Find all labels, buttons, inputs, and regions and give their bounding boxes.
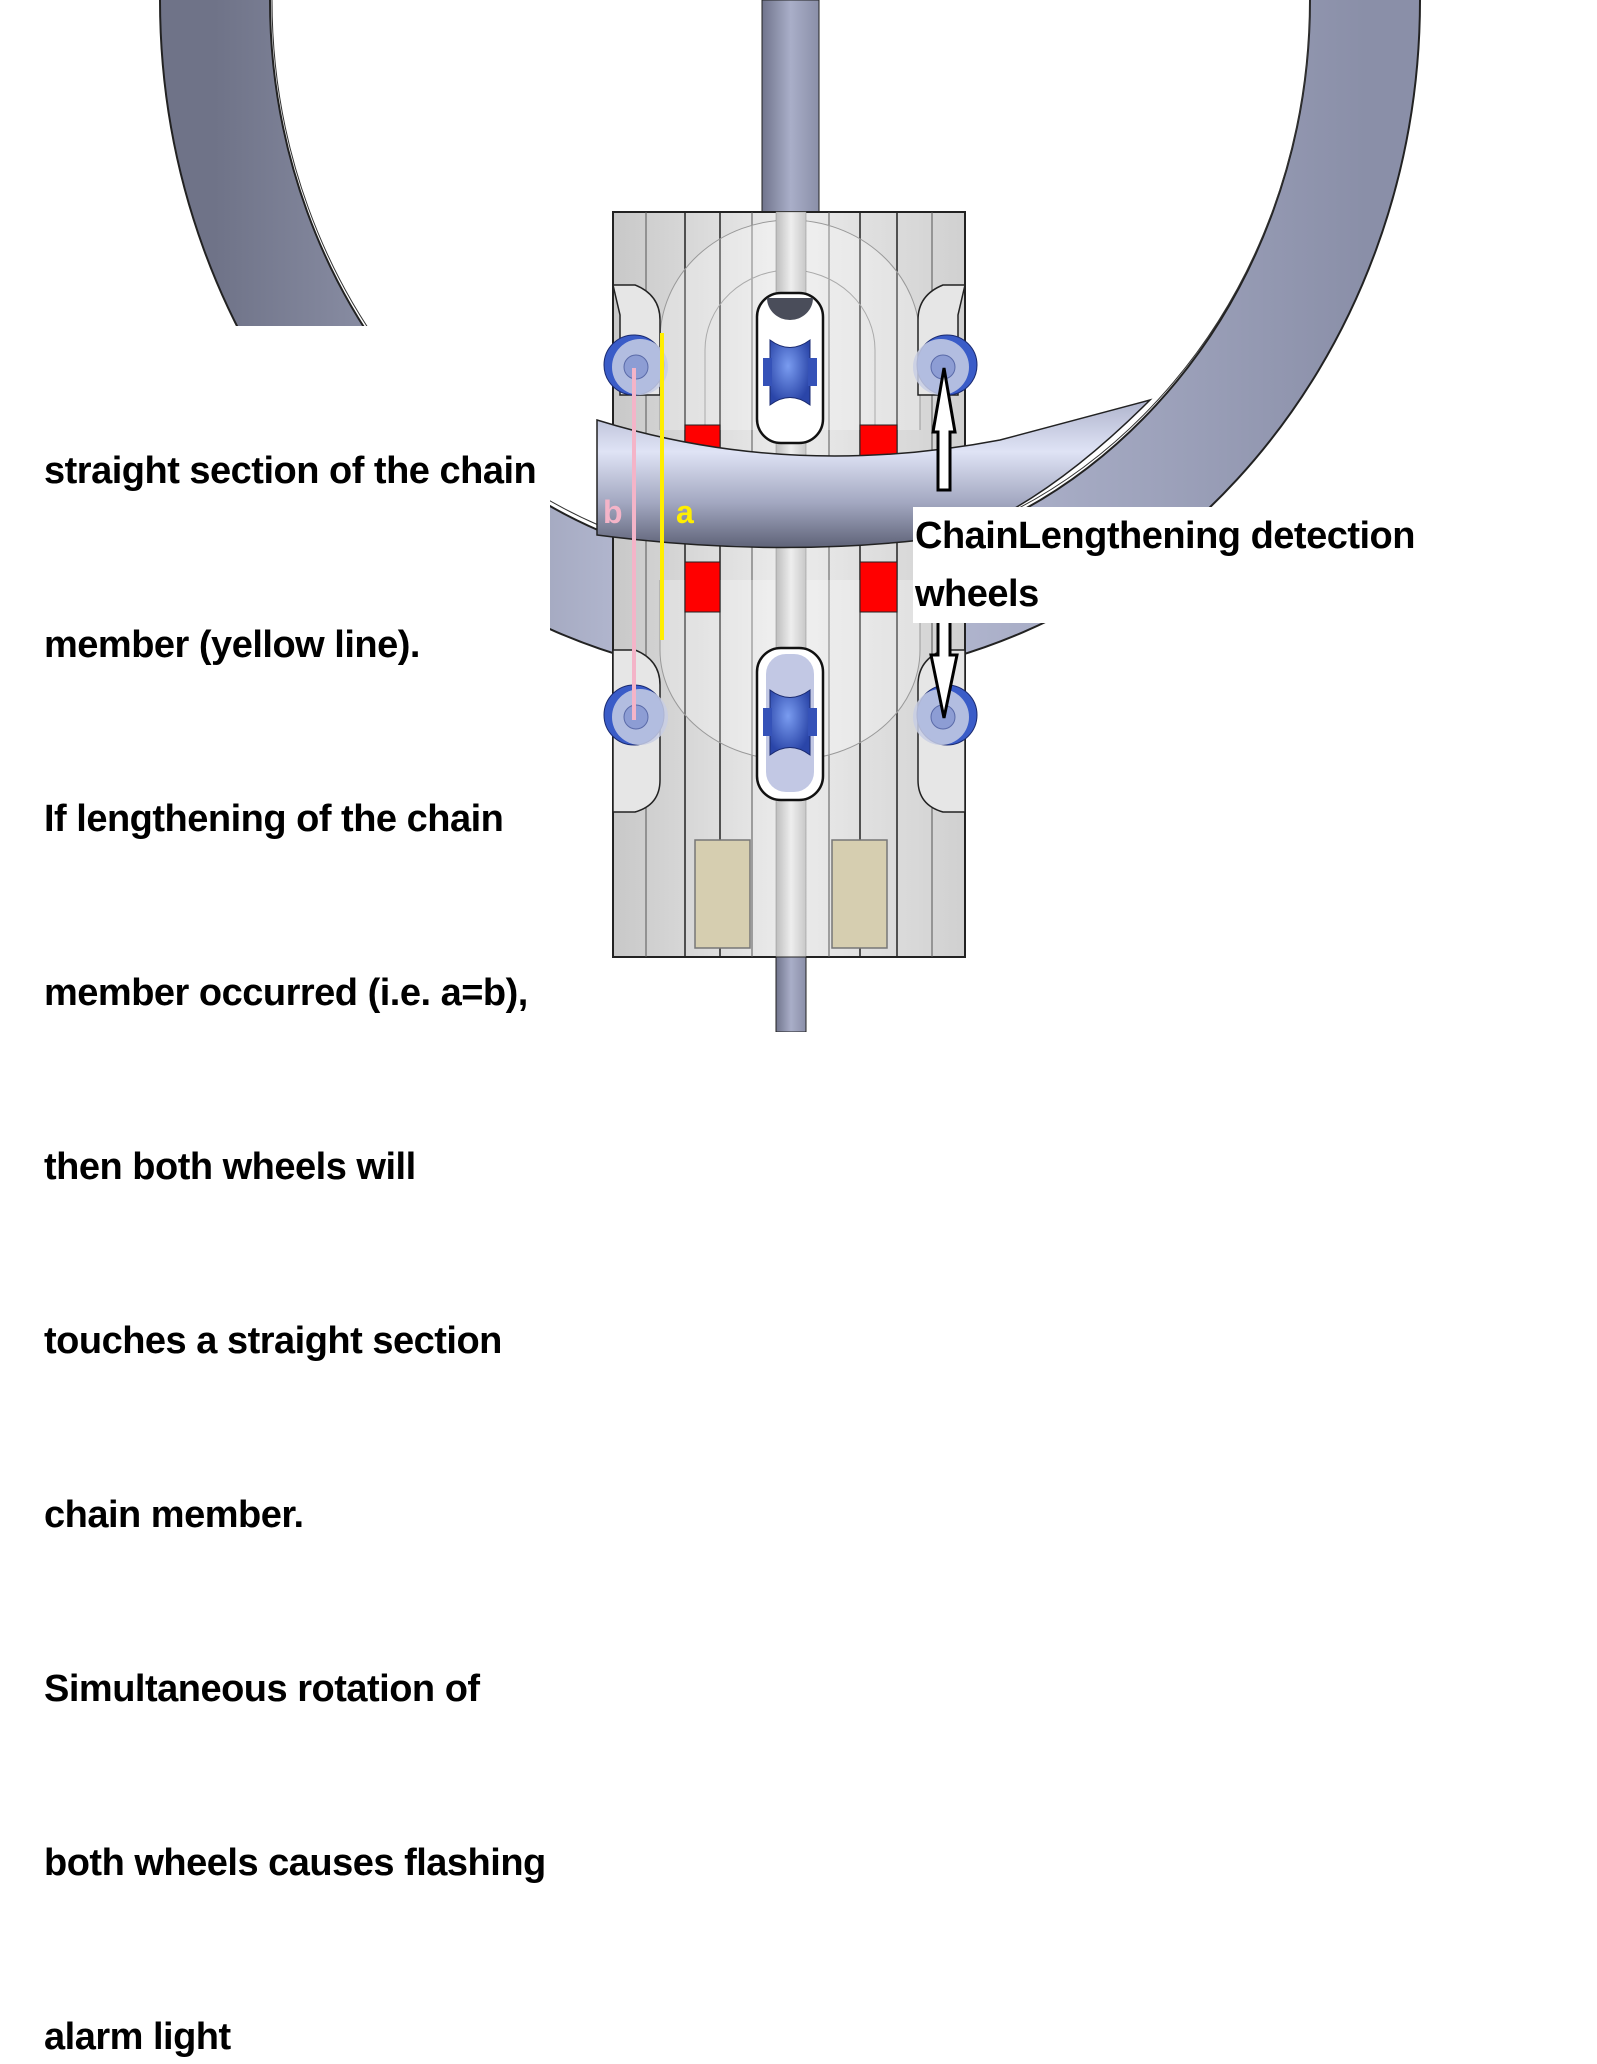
annotation-line: straight section of the chain — [44, 450, 537, 492]
annotation-line: ChainLengthening detection — [915, 515, 1415, 557]
annotation-line: member occurred (i.e. a=b), — [44, 972, 528, 1014]
arrow-up-icon — [931, 367, 957, 492]
sensor-pad-right — [831, 839, 888, 949]
annotation-line: both wheels causes flashing — [44, 1842, 546, 1884]
sensor-pads — [694, 839, 888, 949]
annotation-line: If lengthening of the chain — [44, 798, 504, 840]
red-marker-lower-right — [859, 561, 898, 613]
red-marker-lower-left — [684, 561, 721, 613]
detection-wheel-right-top — [913, 334, 978, 396]
annotation-line: touches a straight section — [44, 1320, 502, 1362]
sensor-pad-left — [694, 839, 751, 949]
detection-wheel-right-bottom — [913, 684, 978, 746]
left-annotation: straight section of the chain member (ye… — [44, 326, 550, 2064]
annotation-line: then both wheels will — [44, 1146, 416, 1188]
vertical-rod-top — [761, 0, 820, 216]
detection-wheel-left-top — [603, 334, 668, 396]
upper-pulley-wheel — [763, 339, 817, 406]
annotation-line: chain member. — [44, 1494, 304, 1536]
vertical-rod-bottom — [775, 956, 807, 1032]
chain-diagram — [159, 0, 1421, 1032]
annotation-line: Simultaneous rotation of — [44, 1668, 480, 1710]
lower-pulley-wheel — [763, 689, 817, 756]
dimension-label-a: a — [676, 494, 694, 530]
horizontal-chain-member — [596, 398, 1153, 549]
red-marker-upper-right — [859, 424, 898, 458]
annotation-line: alarm light — [44, 2016, 231, 2058]
dimension-label-b: b — [603, 494, 623, 530]
annotation-line: wheels — [915, 573, 1039, 615]
annotation-line: member (yellow line). — [44, 624, 420, 666]
right-annotation: ChainLengthening detection wheels — [913, 507, 1423, 623]
